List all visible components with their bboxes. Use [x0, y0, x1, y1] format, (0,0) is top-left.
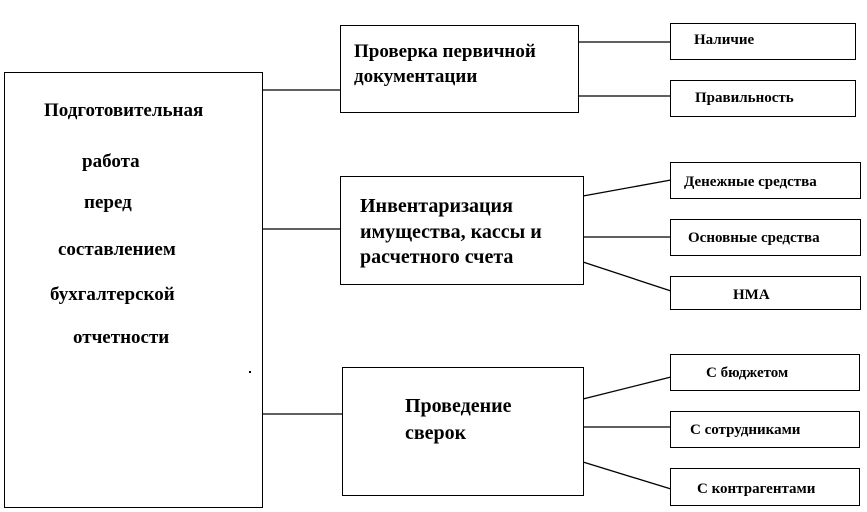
root-label-line-5: бухгалтерской — [50, 284, 175, 305]
item-label-correctness: Правильность — [695, 90, 794, 106]
group-box-inventory — [340, 176, 584, 285]
root-box — [4, 72, 263, 508]
group-2-label-line-3: расчетного счета — [360, 246, 514, 268]
group-2-label-line-1: Инвентаризация — [360, 195, 513, 217]
item-label-intangibles: НМА — [733, 287, 770, 303]
group-1-label-line-1: Проверка первичной — [354, 41, 536, 62]
group-box-primary-docs — [340, 25, 579, 113]
group-2-label-line-2: имущества, кассы и — [360, 221, 542, 243]
root-label-line-2: работа — [82, 151, 140, 172]
item-box-correctness — [670, 80, 856, 117]
item-label-budget: С бюджетом — [706, 365, 789, 381]
stray-dot — [249, 371, 251, 373]
item-label-cash: Денежные средства — [684, 174, 817, 190]
item-label-counterparties: С контрагентами — [697, 481, 816, 497]
group-1-label-line-2: документации — [354, 66, 478, 87]
item-box-counterparties — [670, 468, 860, 506]
link-group-2-item-3 — [582, 261, 672, 292]
item-box-budget — [670, 354, 860, 391]
group-box-reconciliation — [342, 367, 584, 496]
link-group-3-item-1 — [582, 376, 672, 400]
item-box-intangibles — [670, 276, 861, 310]
root-label-line-1: Подготовительная — [44, 100, 204, 121]
root-label-line-6: отчетности — [73, 327, 170, 348]
group-3-label-line-1: Проведение — [405, 395, 512, 417]
root-label-line-3: перед — [84, 192, 132, 213]
group-3-label-line-2: сверок — [405, 422, 467, 444]
item-label-employees: С сотрудниками — [690, 422, 801, 438]
link-group-2-item-1 — [582, 179, 672, 197]
item-box-employees — [670, 411, 860, 448]
item-label-fixed-assets: Основные средства — [688, 230, 820, 246]
item-box-fixed-assets — [670, 219, 861, 256]
item-box-cash — [670, 162, 861, 199]
item-box-presence — [670, 23, 856, 60]
root-label-line-4: составлением — [58, 239, 176, 260]
item-label-presence: Наличие — [694, 32, 755, 48]
link-group-3-item-3 — [582, 461, 672, 490]
